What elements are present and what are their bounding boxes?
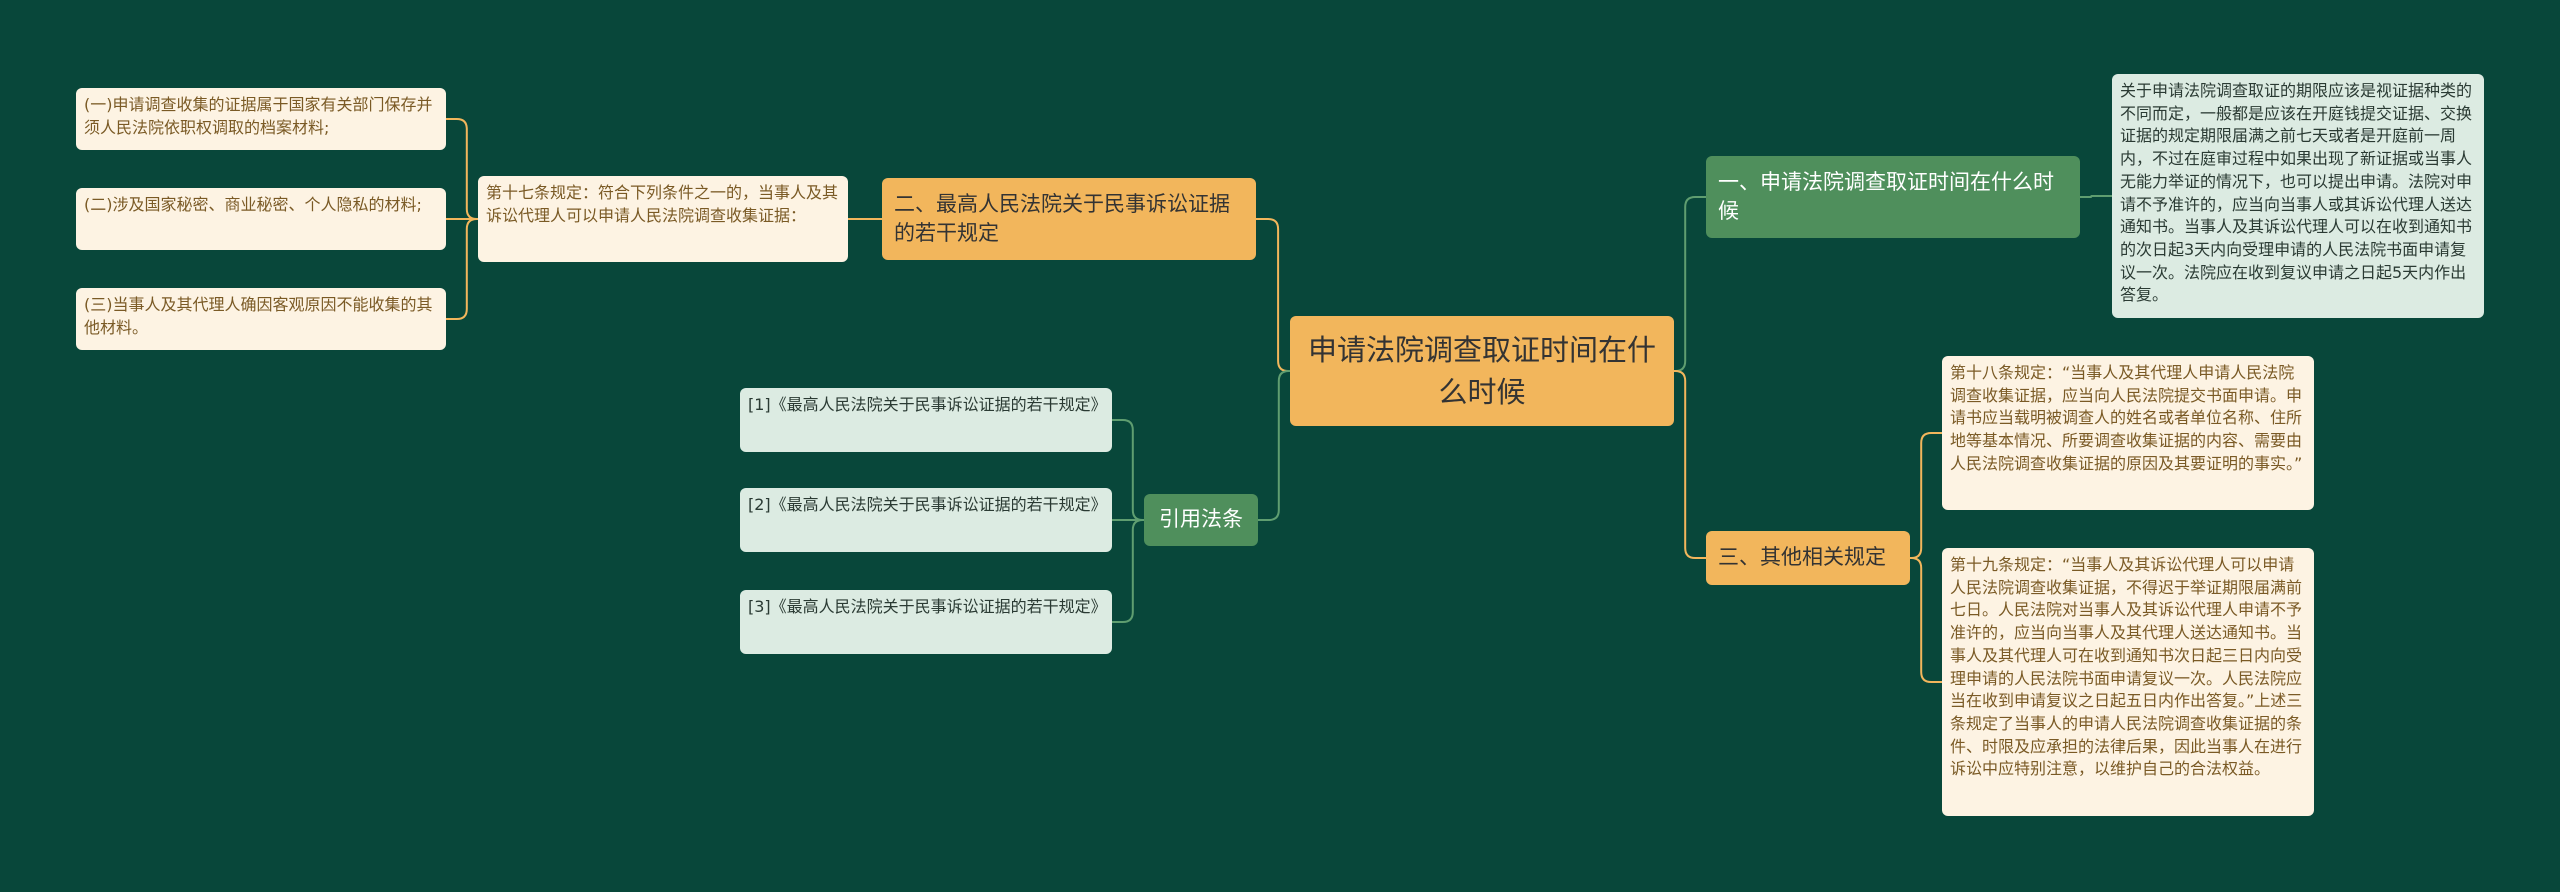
article-18-node[interactable]: 第十八条规定：“当事人及其代理人申请人民法院调查收集证据，应当向人民法院提交书面… — [1942, 356, 2314, 510]
link-root-citations — [1258, 370, 1290, 521]
branch-1-timing[interactable]: 一、申请法院调查取证时间在什么时候 — [1706, 156, 2080, 238]
link-citations-item3 — [1112, 519, 1144, 623]
link-article17-item1 — [446, 118, 478, 220]
link-article17-item3 — [446, 218, 478, 320]
branch-1-detail[interactable]: 关于申请法院调查取证的期限应该是视证据种类的不同而定，一般都是应该在开庭钱提交证… — [2112, 74, 2484, 318]
citation-item-1[interactable]: [1]《最高人民法院关于民事诉讼证据的若干规定》 — [740, 388, 1112, 452]
branch-2-evidence-rules[interactable]: 二、最高人民法院关于民事诉讼证据的若干规定 — [882, 178, 1256, 260]
link-root-branch1 — [1674, 196, 1706, 372]
article-17-item-2[interactable]: (二)涉及国家秘密、商业秘密、个人隐私的材料; — [76, 188, 446, 250]
citation-item-2[interactable]: [2]《最高人民法院关于民事诉讼证据的若干规定》 — [740, 488, 1112, 552]
article-17-item-1[interactable]: (一)申请调查收集的证据属于国家有关部门保存并须人民法院依职权调取的档案材料; — [76, 88, 446, 150]
citation-item-3[interactable]: [3]《最高人民法院关于民事诉讼证据的若干规定》 — [740, 590, 1112, 654]
branch-3-other-rules[interactable]: 三、其他相关规定 — [1706, 531, 1910, 585]
article-17-item-3[interactable]: (三)当事人及其代理人确因客观原因不能收集的其他材料。 — [76, 288, 446, 350]
article-19-node[interactable]: 第十九条规定：“当事人及其诉讼代理人可以申请人民法院调查收集证据，不得迟于举证期… — [1942, 548, 2314, 816]
link-root-branch2 — [1256, 218, 1290, 372]
root-topic[interactable]: 申请法院调查取证时间在什么时候 — [1290, 316, 1674, 426]
link-citations-item1 — [1112, 419, 1144, 521]
link-branch3-article19 — [1910, 557, 1942, 683]
link-branch1-detail — [2080, 195, 2112, 198]
link-group — [446, 118, 2112, 683]
article-17-node[interactable]: 第十七条规定：符合下列条件之一的，当事人及其诉讼代理人可以申请人民法院调查收集证… — [478, 176, 848, 262]
link-root-branch3 — [1674, 370, 1706, 559]
link-branch3-article18 — [1910, 432, 1942, 559]
citations-branch[interactable]: 引用法条 — [1144, 494, 1258, 546]
